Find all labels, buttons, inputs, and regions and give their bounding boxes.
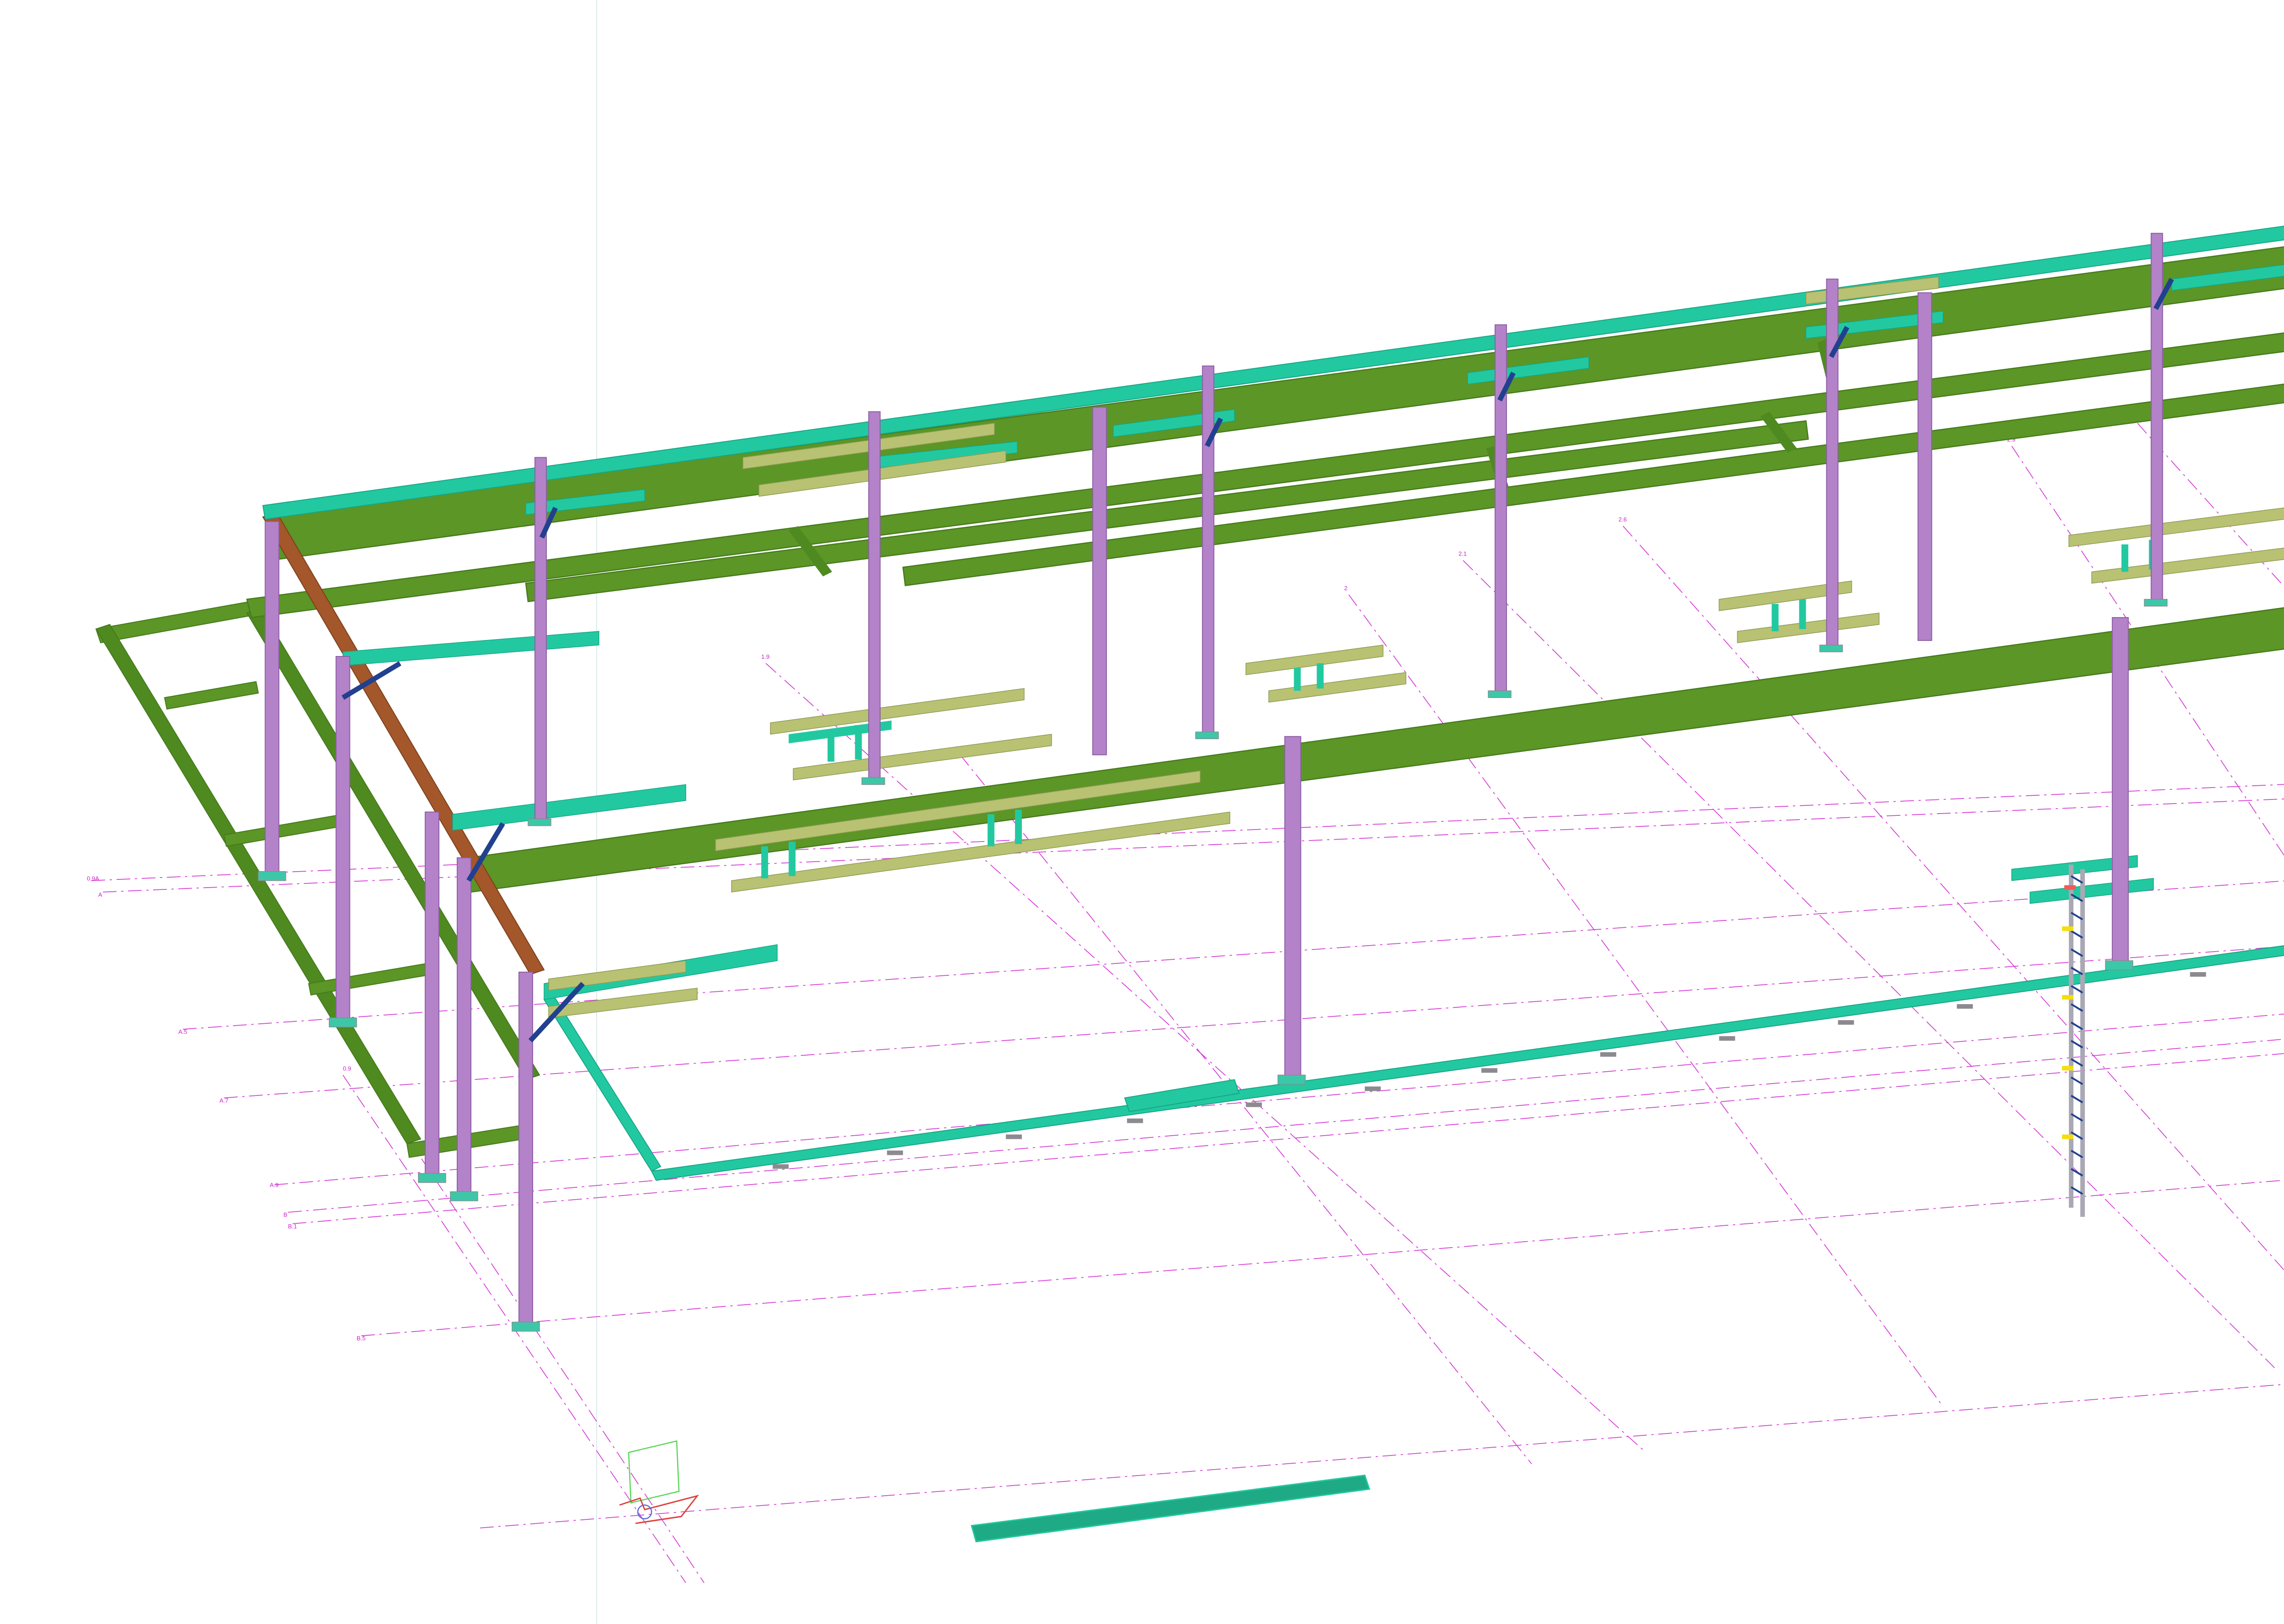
grid-line-C xyxy=(480,1384,2284,1529)
grid-label: B.1 xyxy=(288,1223,297,1230)
platform[interactable] xyxy=(770,688,1052,781)
grid-line-2 xyxy=(1348,594,1944,1407)
column[interactable] xyxy=(1917,292,1932,641)
ladder-cage-plate xyxy=(2064,885,2076,890)
column[interactable] xyxy=(456,857,471,1197)
platform[interactable] xyxy=(1718,580,1880,643)
roof-girders[interactable] xyxy=(246,183,2284,893)
column[interactable] xyxy=(424,811,439,1179)
grid-line-1.3 xyxy=(960,754,1532,1465)
grid-label: B.5 xyxy=(357,1335,366,1342)
base-plates xyxy=(258,599,2168,1332)
girder-4[interactable] xyxy=(902,320,2284,587)
grid-label: 1.9 xyxy=(761,653,769,660)
platform[interactable] xyxy=(715,770,1231,893)
column[interactable] xyxy=(1494,324,1507,696)
coordinate-system-icon xyxy=(619,1440,699,1524)
platform[interactable] xyxy=(2068,503,2284,584)
grid-label: A xyxy=(98,891,102,898)
grid-label: A.7 xyxy=(219,1097,228,1104)
ground-platform[interactable] xyxy=(1124,1079,1240,1112)
grid-line-A.9 xyxy=(274,1013,2284,1185)
grid-line-1.9 xyxy=(765,663,1646,1453)
grid-line-0.9A xyxy=(91,784,2284,881)
grid-label: A.9 xyxy=(270,1182,279,1189)
ladder-rungs xyxy=(2071,875,2083,1195)
grid-line-B.5 xyxy=(361,1180,2284,1336)
grid-label: A.5 xyxy=(178,1028,187,1035)
grid-label: 0.9 xyxy=(343,1065,351,1072)
column[interactable] xyxy=(1826,278,1839,651)
mezzanine-platforms[interactable] xyxy=(715,439,2284,904)
axis-y-box xyxy=(628,1440,680,1504)
columns[interactable] xyxy=(264,165,2284,1328)
column[interactable] xyxy=(2112,617,2129,966)
grid-line-B xyxy=(288,1038,2284,1213)
grid-label: B xyxy=(284,1211,288,1218)
grid-line-A.7 xyxy=(224,946,2284,1099)
grid-label: 0.9A xyxy=(87,875,99,882)
column[interactable] xyxy=(534,457,547,824)
ladder-rail-right xyxy=(2080,869,2085,1217)
column[interactable] xyxy=(1202,365,1215,737)
grid-line-A xyxy=(103,798,2284,893)
column[interactable] xyxy=(1092,407,1107,756)
access-ladder[interactable] xyxy=(2062,864,2085,1217)
bearing-plates xyxy=(772,972,2206,1169)
girder-3[interactable] xyxy=(525,420,1809,603)
grid-line-2.6 xyxy=(1623,526,2284,1271)
axis-z-origin xyxy=(637,1504,652,1519)
ground-perimeter-beam[interactable] xyxy=(543,545,2284,1181)
grid-line-A.5 xyxy=(183,880,2284,1030)
ladder-brackets xyxy=(2062,926,2074,1139)
column[interactable] xyxy=(868,411,881,783)
grid-label: 2 xyxy=(1344,585,1348,592)
column[interactable] xyxy=(1284,736,1301,1080)
column[interactable] xyxy=(518,971,534,1328)
axis-x-arrow xyxy=(619,1495,699,1524)
grid-line-2.1 xyxy=(1463,560,2275,1368)
ladder-rail-left xyxy=(2069,864,2074,1208)
column[interactable] xyxy=(264,521,280,877)
loose-teal-member[interactable] xyxy=(970,1474,1370,1543)
grid-label: 2.6 xyxy=(1618,516,1627,523)
column[interactable] xyxy=(2151,233,2163,604)
braces[interactable] xyxy=(341,236,2284,1042)
grid-label: 2.1 xyxy=(1459,550,1467,557)
platform[interactable] xyxy=(1245,645,1406,703)
eave-purlin[interactable] xyxy=(262,160,2284,520)
column[interactable] xyxy=(335,656,350,1023)
